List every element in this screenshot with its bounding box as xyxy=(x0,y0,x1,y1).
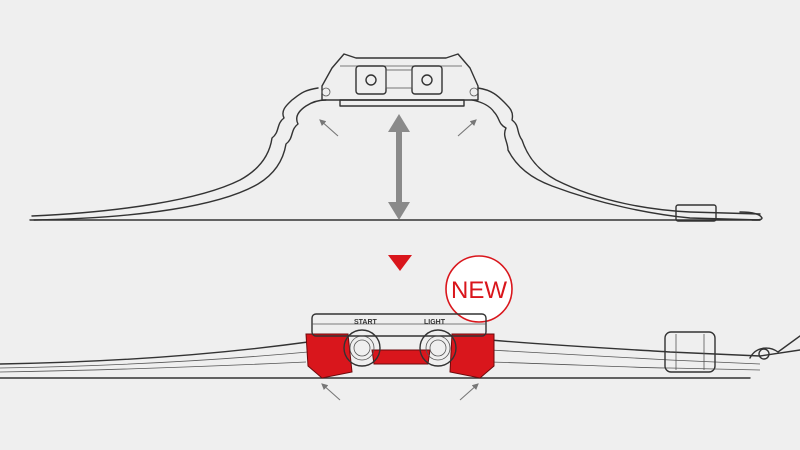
left-strap-flat-mid xyxy=(0,351,309,369)
pressure-arrow-left-bottom xyxy=(321,383,341,401)
pressure-arrow-right-bottom xyxy=(459,383,479,401)
double-arrow-vertical-icon xyxy=(388,114,410,220)
start-button-label: START xyxy=(354,319,378,326)
strap-tip xyxy=(739,211,763,221)
side-screw-right xyxy=(469,87,479,97)
new-badge-label: NEW xyxy=(451,277,507,304)
case-center-block xyxy=(385,69,413,89)
flat-band-illustration: START LIGHT xyxy=(0,313,800,401)
red-shock-guard-right xyxy=(449,333,495,379)
strap-keeper-flat xyxy=(664,331,716,373)
side-screw-left xyxy=(321,87,331,97)
curved-band-illustration xyxy=(29,53,763,222)
red-center-insert xyxy=(371,349,431,365)
watch-case-top xyxy=(321,53,479,101)
left-strap-outer xyxy=(31,87,319,217)
left-strap-flat-top xyxy=(0,341,309,365)
buckle-icon xyxy=(758,348,770,360)
right-strap-inner xyxy=(471,99,761,221)
red-shock-guard-left xyxy=(305,333,353,379)
pressure-arrow-right-top xyxy=(457,119,477,137)
case-back-plate xyxy=(339,99,465,107)
down-triangle-icon xyxy=(388,255,412,271)
new-badge: NEW xyxy=(445,255,513,323)
button-cap-left xyxy=(343,329,381,367)
watch-case-flat xyxy=(311,313,487,337)
right-strap-outer xyxy=(477,87,761,215)
case-lug-left xyxy=(355,65,387,95)
buckle-pin xyxy=(749,335,800,359)
left-strap-flat-low xyxy=(0,361,307,373)
button-cap-right xyxy=(419,329,457,367)
strap-keeper-loop xyxy=(675,204,717,222)
screw-left xyxy=(365,74,377,86)
light-button-label: LIGHT xyxy=(424,319,446,326)
case-lug-right xyxy=(411,65,443,95)
right-strap-flat-top xyxy=(489,339,800,357)
screw-right xyxy=(421,74,433,86)
right-strap-flat-low xyxy=(489,361,761,371)
pressure-arrow-left-top xyxy=(319,119,339,137)
left-strap-inner xyxy=(33,99,327,221)
right-strap-flat-mid xyxy=(489,349,761,365)
